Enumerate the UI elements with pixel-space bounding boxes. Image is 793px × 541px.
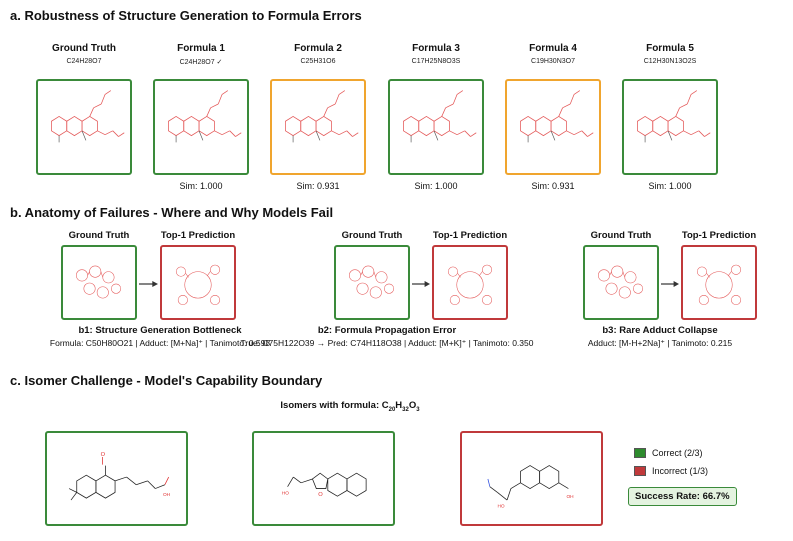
- structure-box-4: [505, 79, 601, 175]
- molecule-drawing: [285, 90, 359, 143]
- b3-pred-label: Top-1 Prediction: [681, 230, 757, 241]
- col-head-3: Formula 3: [412, 43, 460, 54]
- isomer-1-box: O OH: [45, 431, 188, 526]
- molecule-drawing: [520, 90, 594, 143]
- b3-gt-box: [583, 245, 659, 320]
- legend-incorrect: Incorrect (1/3): [634, 466, 708, 476]
- molecule-drawing: [403, 90, 477, 143]
- molecule-drawing: [348, 265, 395, 299]
- col-formula-2: C25H31O6: [300, 58, 336, 65]
- molecule-drawing: [175, 264, 221, 306]
- molecule-drawing: [637, 90, 711, 143]
- col-head-0: Ground Truth: [52, 43, 116, 54]
- isomer-1-structure: O OH: [68, 452, 171, 501]
- b2-pred-label: Top-1 Prediction: [432, 230, 508, 241]
- b3-caption-sub: Adduct: [M-H+2Na]⁺ | Tanimoto: 0.215: [587, 338, 733, 348]
- col-head-4: Formula 4: [529, 43, 577, 54]
- isomer-3-structure: HO OH: [487, 465, 574, 510]
- b3-arrow: [661, 276, 679, 287]
- legend-correct-swatch: [634, 448, 646, 458]
- col-head-1: Formula 1: [177, 43, 225, 54]
- svg-text:HO: HO: [497, 504, 504, 510]
- b1-gt-label: Ground Truth: [68, 230, 130, 241]
- b2-gt-box: [334, 245, 410, 320]
- isomer-2-structure: HO O: [282, 472, 367, 498]
- molecule-drawing: [597, 265, 644, 299]
- structure-box-5: [622, 79, 718, 175]
- structure-box-1: [153, 79, 249, 175]
- col-formula-0: C24H28O7: [66, 58, 102, 65]
- sim-score-2: Sim: 0.931: [296, 181, 340, 191]
- col-formula-5: C12H30N13O2S: [643, 58, 697, 65]
- isomer-formula-title: Isomers with formula: C20H32O3: [280, 400, 420, 413]
- col-formula-3: C17H25N8O3S: [411, 58, 461, 65]
- svg-text:O: O: [318, 492, 323, 498]
- b1-gt-box: [61, 245, 137, 320]
- b2-gt-label: Ground Truth: [341, 230, 403, 241]
- svg-text:HO: HO: [282, 490, 289, 496]
- legend-correct-label: Correct (2/3): [652, 448, 703, 458]
- b3-pred-box: [681, 245, 757, 320]
- col-head-2: Formula 2: [294, 43, 342, 54]
- b2-caption-title: b2: Formula Propagation Error: [317, 325, 457, 336]
- section-c-title: c. Isomer Challenge - Model's Capability…: [10, 373, 323, 388]
- legend-correct: Correct (2/3): [634, 448, 703, 458]
- section-a-title: a. Robustness of Structure Generation to…: [10, 8, 362, 23]
- col-formula-4: C19H30N3O7: [531, 58, 575, 65]
- molecule-drawing: [447, 264, 493, 306]
- legend-incorrect-swatch: [634, 466, 646, 476]
- b1-caption-title: b1: Structure Generation Bottleneck: [78, 325, 242, 336]
- section-b-title: b. Anatomy of Failures - Where and Why M…: [10, 205, 334, 220]
- isomer-3-box: HO OH: [460, 431, 603, 526]
- b1-pred-label: Top-1 Prediction: [160, 230, 236, 241]
- molecule-drawing: [75, 265, 122, 299]
- success-rate-badge: Success Rate: 66.7%: [628, 487, 737, 506]
- structure-box-2: [270, 79, 366, 175]
- isomer-2-box: HO O: [252, 431, 395, 526]
- b3-caption-title: b3: Rare Adduct Collapse: [602, 325, 718, 336]
- b1-caption-sub: Formula: C50H80O21 | Adduct: [M+Na]⁺ | T…: [49, 338, 271, 348]
- svg-text:O: O: [101, 452, 106, 458]
- sim-score-1: Sim: 1.000: [179, 181, 223, 191]
- b2-arrow: [412, 276, 430, 287]
- molecule-drawing: [168, 90, 242, 143]
- sim-score-4: Sim: 0.931: [531, 181, 575, 191]
- sim-score-3: Sim: 1.000: [414, 181, 458, 191]
- col-head-5: Formula 5: [646, 43, 694, 54]
- molecule-drawing: [696, 264, 742, 306]
- b3-gt-label: Ground Truth: [590, 230, 652, 241]
- b1-arrow: [139, 276, 158, 287]
- molecule-drawing: [51, 90, 125, 143]
- structure-box-0: [36, 79, 132, 175]
- b1-pred-box: [160, 245, 236, 320]
- b2-pred-box: [432, 245, 508, 320]
- col-formula-1: C24H28O7 ✓: [179, 59, 223, 66]
- svg-text:OH: OH: [163, 492, 171, 498]
- structure-box-3: [388, 79, 484, 175]
- svg-text:OH: OH: [566, 494, 574, 500]
- legend-incorrect-label: Incorrect (1/3): [652, 466, 709, 476]
- sim-score-5: Sim: 1.000: [648, 181, 692, 191]
- b2-caption-sub: True: C75H122O39 → Pred: C74H118O38 | Ad…: [240, 338, 534, 348]
